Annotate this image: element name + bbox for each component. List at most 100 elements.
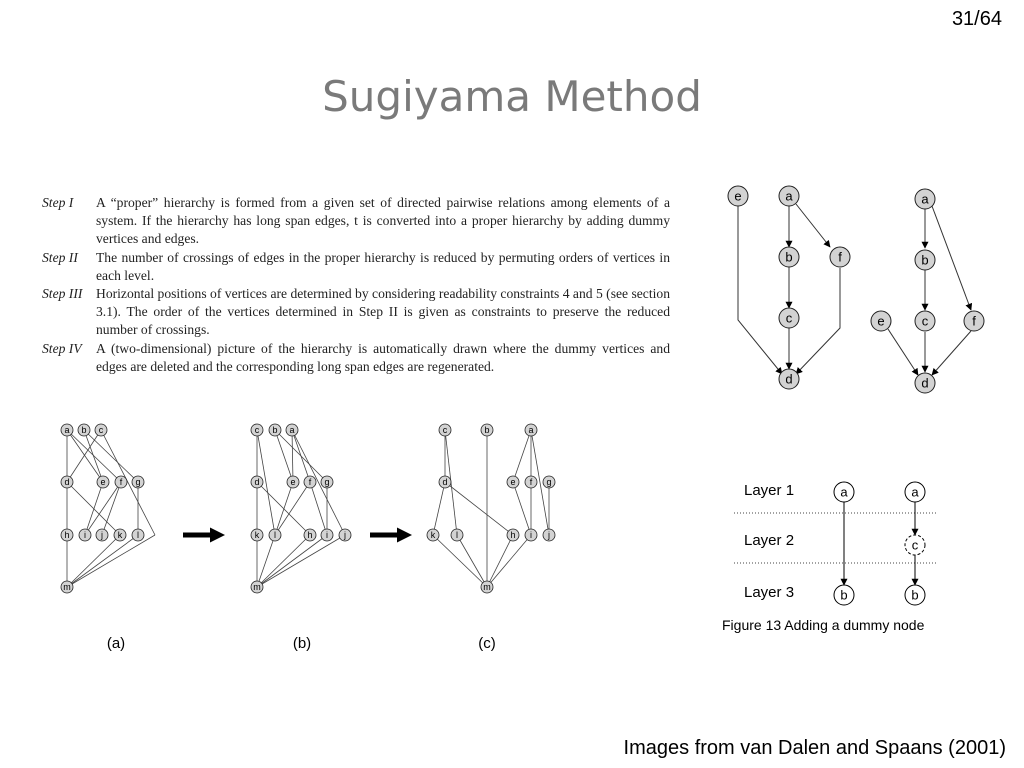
svg-text:a: a bbox=[840, 485, 848, 500]
node-a: a bbox=[833, 481, 855, 503]
svg-text:i: i bbox=[530, 530, 532, 540]
svg-text:l: l bbox=[137, 530, 139, 540]
node-d: d bbox=[438, 475, 452, 489]
svg-text:b: b bbox=[911, 588, 918, 603]
svg-text:m: m bbox=[483, 582, 491, 592]
svg-text:k: k bbox=[255, 530, 260, 540]
svg-text:a: a bbox=[64, 425, 69, 435]
svg-text:c: c bbox=[255, 425, 260, 435]
layer-3-label: Layer 3 bbox=[744, 584, 794, 601]
svg-text:c: c bbox=[912, 538, 919, 553]
step-label: Step III bbox=[42, 286, 83, 302]
node-g: g bbox=[542, 475, 556, 489]
node-d: d bbox=[60, 475, 74, 489]
node-f: f bbox=[303, 475, 317, 489]
svg-text:a: a bbox=[289, 425, 294, 435]
node-e: e bbox=[96, 475, 110, 489]
svg-text:c: c bbox=[99, 425, 104, 435]
svg-text:a: a bbox=[921, 192, 929, 207]
svg-text:b: b bbox=[81, 425, 86, 435]
svg-text:b: b bbox=[272, 425, 277, 435]
dummy-node-figure: Layer 1 Layer 2 Layer 3 a a c b b Figure… bbox=[722, 481, 936, 633]
svg-text:c: c bbox=[443, 425, 448, 435]
svg-text:e: e bbox=[510, 477, 515, 487]
svg-text:d: d bbox=[921, 376, 928, 391]
svg-text:f: f bbox=[838, 250, 842, 265]
node-i: i bbox=[320, 528, 334, 542]
svg-text:g: g bbox=[135, 477, 140, 487]
svg-text:f: f bbox=[309, 477, 312, 487]
node-b: b bbox=[904, 584, 926, 606]
svg-text:i: i bbox=[326, 530, 328, 540]
subfig-label-b: (b) bbox=[293, 635, 311, 652]
node-b: b bbox=[480, 423, 494, 437]
crossing-reduction-diagram: a b c d e f g h i j k l m c b a d e f g … bbox=[60, 423, 556, 652]
node-c: c bbox=[778, 307, 800, 329]
node-d: d bbox=[250, 475, 264, 489]
svg-text:l: l bbox=[274, 530, 276, 540]
node-a: a bbox=[285, 423, 299, 437]
node-k: k bbox=[426, 528, 440, 542]
subfig-label-c: (c) bbox=[478, 635, 496, 652]
svg-text:j: j bbox=[547, 530, 550, 540]
graph-before-layering: e a b f c d bbox=[727, 185, 851, 390]
image-credit: Images from van Dalen and Spaans (2001) bbox=[623, 737, 1006, 759]
step-label: Step II bbox=[42, 249, 78, 265]
node-c: c bbox=[914, 310, 936, 332]
figure-13-caption: Figure 13 Adding a dummy node bbox=[722, 617, 925, 633]
step-text: Horizontal positions of vertices are det… bbox=[96, 286, 670, 338]
dummy-node-c: c bbox=[904, 534, 926, 556]
node-b: b bbox=[914, 249, 936, 271]
svg-text:d: d bbox=[785, 372, 792, 387]
node-g: g bbox=[131, 475, 145, 489]
svg-text:g: g bbox=[546, 477, 551, 487]
steps-list: Step I A “proper” hierarchy is formed fr… bbox=[42, 194, 670, 376]
svg-text:c: c bbox=[786, 311, 793, 326]
graph-after-layering: a b e c f d bbox=[870, 188, 985, 394]
slide-title: Sugiyama Method bbox=[322, 72, 702, 121]
svg-text:b: b bbox=[484, 425, 489, 435]
node-d: d bbox=[914, 372, 936, 394]
node-e: e bbox=[870, 310, 892, 332]
step-label: Step IV bbox=[42, 340, 82, 356]
node-i: i bbox=[78, 528, 92, 542]
node-l: l bbox=[268, 528, 282, 542]
node-m: m bbox=[250, 580, 264, 594]
svg-text:d: d bbox=[442, 477, 447, 487]
svg-text:e: e bbox=[100, 477, 105, 487]
node-f: f bbox=[114, 475, 128, 489]
svg-text:a: a bbox=[528, 425, 533, 435]
edges-a bbox=[66, 429, 156, 588]
node-k: k bbox=[113, 528, 127, 542]
node-h: h bbox=[60, 528, 74, 542]
node-e: e bbox=[727, 185, 749, 207]
node-j: j bbox=[95, 528, 109, 542]
node-a: a bbox=[778, 185, 800, 207]
svg-text:k: k bbox=[118, 530, 123, 540]
node-f: f bbox=[524, 475, 538, 489]
svg-text:f: f bbox=[530, 477, 533, 487]
node-b: b bbox=[77, 423, 91, 437]
node-a: a bbox=[524, 423, 538, 437]
node-d: d bbox=[778, 368, 800, 390]
svg-text:c: c bbox=[922, 314, 929, 329]
step-4: Step IV A (two-dimensional) picture of t… bbox=[42, 340, 670, 376]
step-label: Step I bbox=[42, 195, 74, 210]
svg-text:b: b bbox=[840, 588, 847, 603]
node-c: c bbox=[250, 423, 264, 437]
svg-text:e: e bbox=[290, 477, 295, 487]
step-text: A (two-dimensional) picture of the hiera… bbox=[96, 340, 670, 374]
svg-text:g: g bbox=[324, 477, 329, 487]
svg-text:b: b bbox=[785, 250, 792, 265]
svg-text:h: h bbox=[510, 530, 515, 540]
node-m: m bbox=[60, 580, 74, 594]
svg-text:k: k bbox=[431, 530, 436, 540]
svg-text:f: f bbox=[972, 314, 976, 329]
svg-text:m: m bbox=[253, 582, 261, 592]
svg-text:f: f bbox=[120, 477, 123, 487]
page-number: 31/64 bbox=[951, 8, 1002, 30]
svg-text:a: a bbox=[785, 189, 793, 204]
node-k: k bbox=[250, 528, 264, 542]
edges-c bbox=[432, 429, 550, 588]
svg-text:b: b bbox=[921, 253, 928, 268]
